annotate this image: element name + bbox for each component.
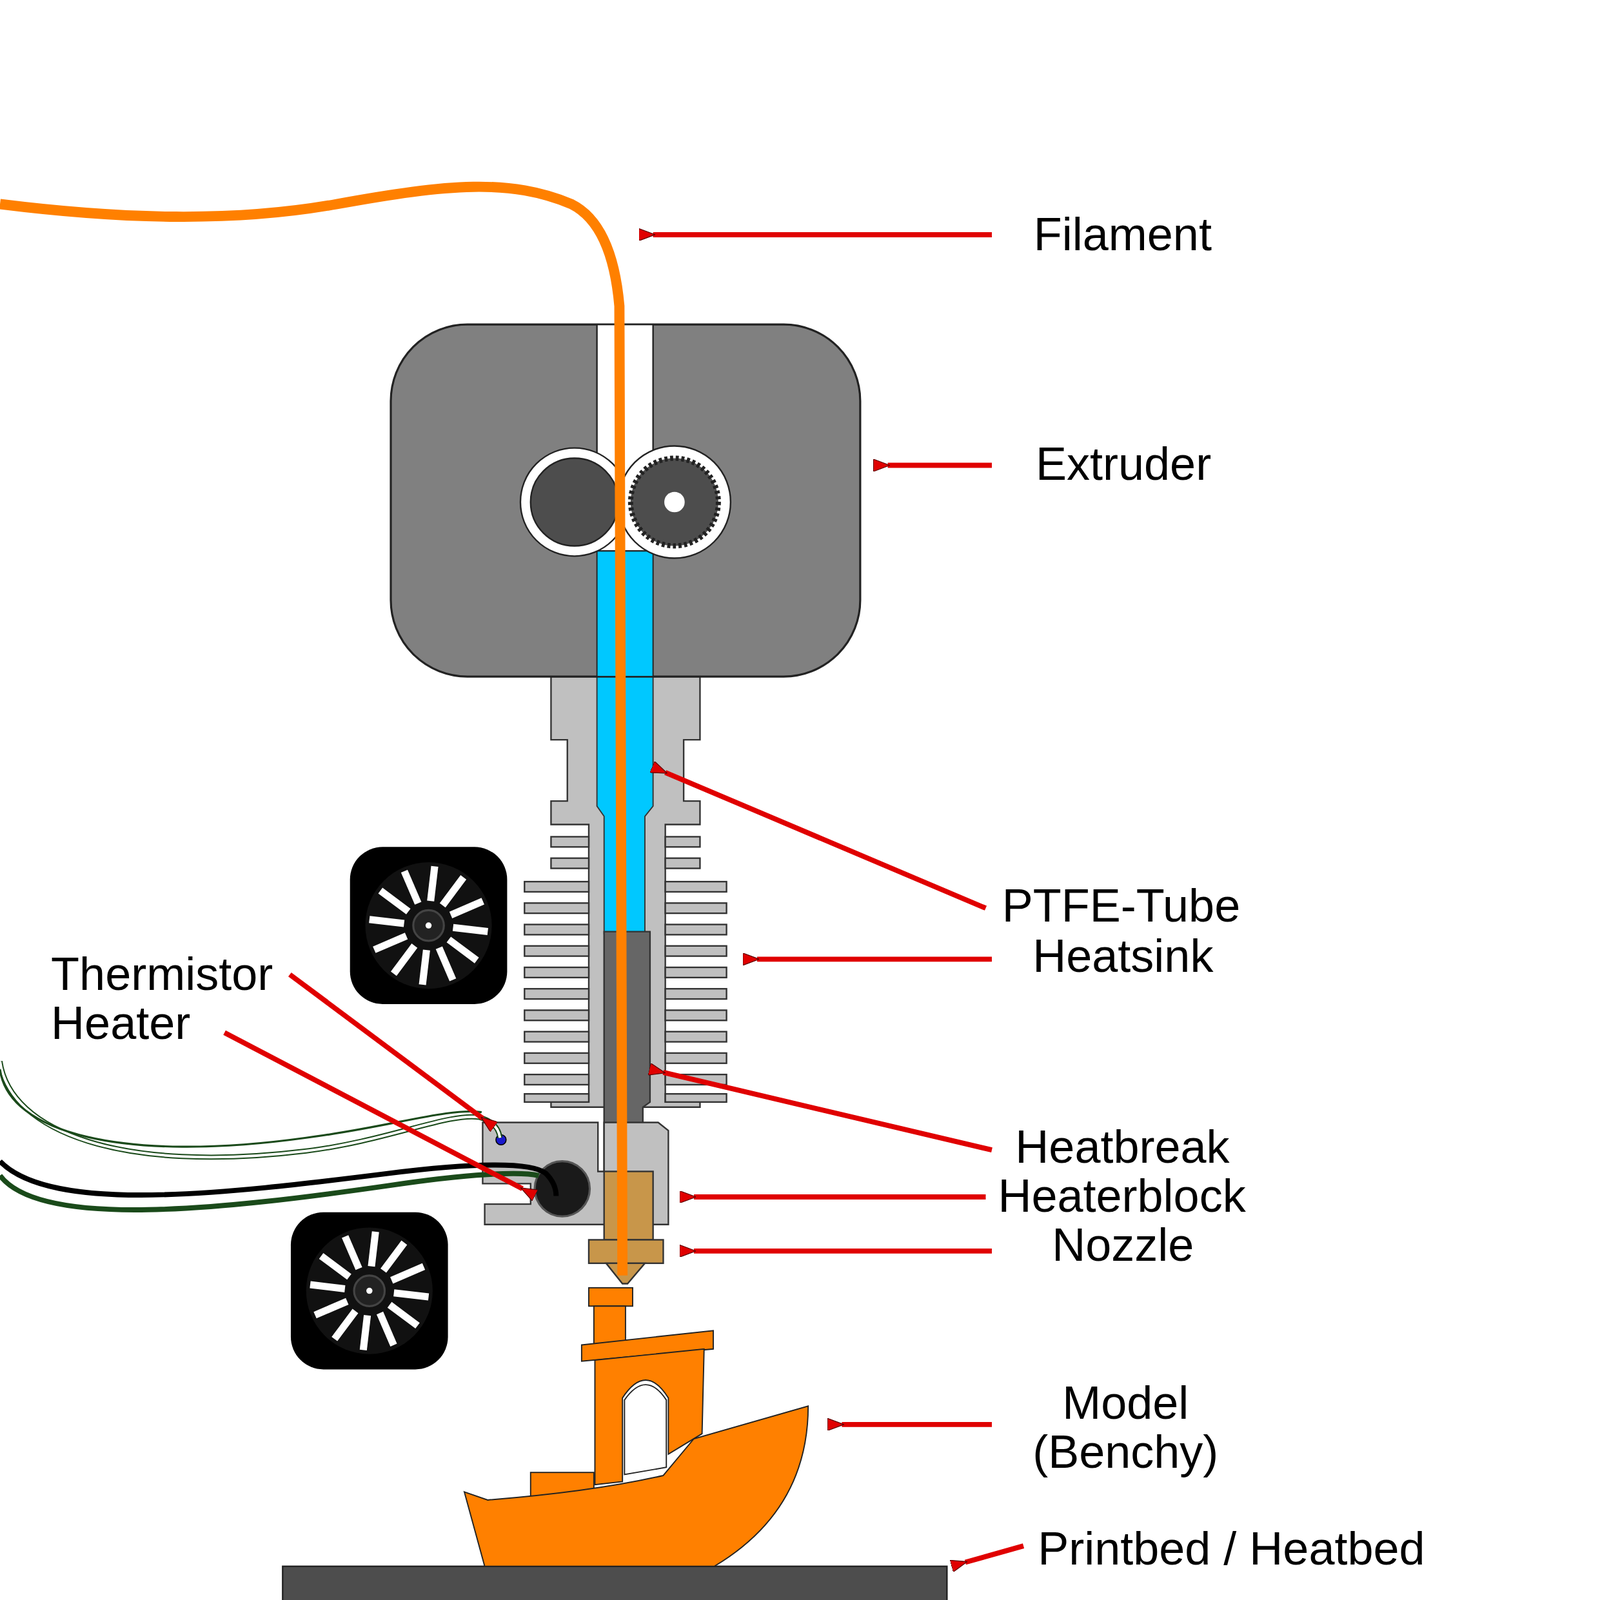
drive-ring [618,445,731,558]
wires [0,1061,556,1210]
part-label: PTFE-Tube [1002,881,1241,931]
part-label: Thermistor [50,949,273,999]
part-label: Heater [50,998,191,1048]
printbed [282,1566,947,1600]
part-label: Extruder [1035,439,1212,489]
cooling-fan [290,1212,449,1370]
cooling-fan [350,846,508,1005]
part-label: Heatsink [1032,931,1214,981]
idler-ring [520,448,629,557]
part-label: Heatbreak [1015,1122,1230,1172]
part-label: Heaterblock [997,1171,1246,1221]
leader-arrows [224,234,1024,1563]
filament [0,187,623,1276]
drive-gear [630,457,719,546]
part-label: Printbed / Heatbed [1037,1524,1425,1574]
part-label: Nozzle [1051,1220,1194,1270]
gear-hub [664,492,685,513]
benchy-model [464,1287,809,1567]
part-label: Model (Benchy) [1015,1378,1235,1477]
extruder-body [390,324,861,677]
part-label: Filament [1033,210,1212,260]
idler-wheel [530,457,619,546]
